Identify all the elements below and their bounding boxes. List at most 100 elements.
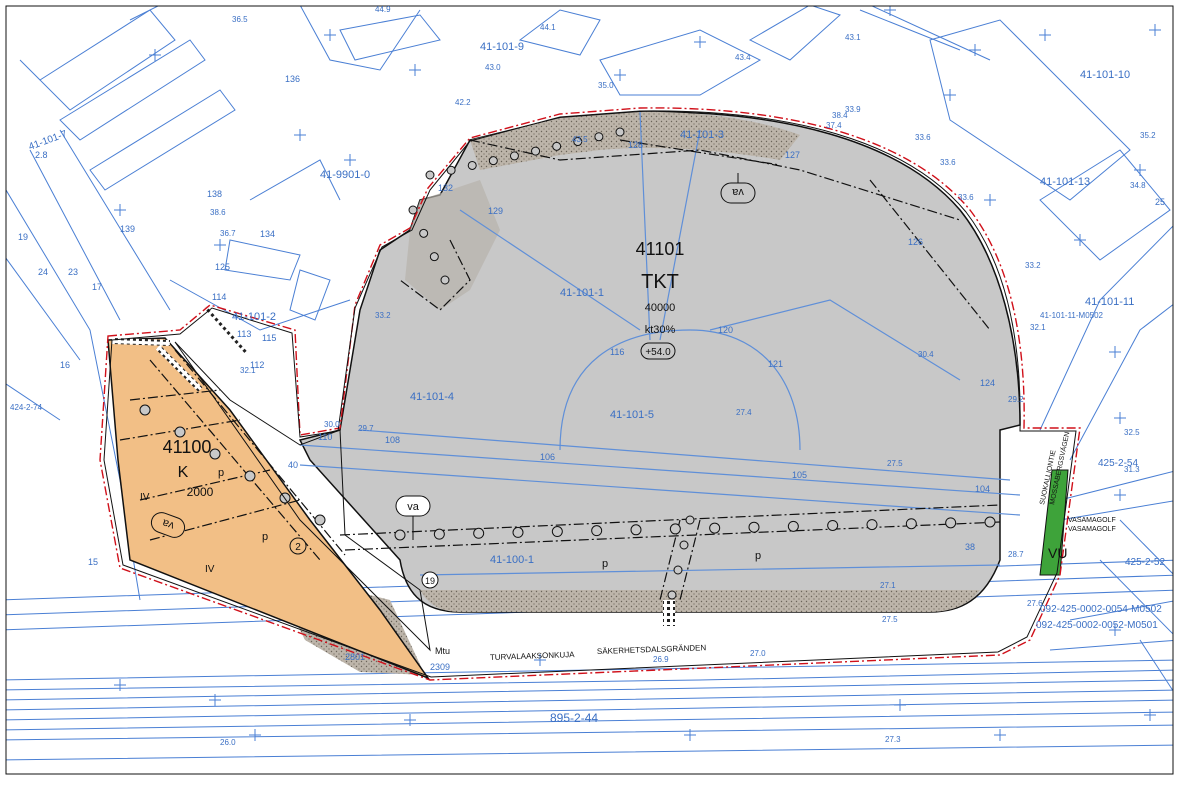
grid-cross bbox=[404, 714, 416, 726]
tree-circle bbox=[174, 426, 186, 438]
grid-cross bbox=[1114, 489, 1126, 501]
parcel-label-p7: 41-101-1 bbox=[560, 287, 604, 299]
num-label-n9: 115 bbox=[262, 333, 276, 343]
tree-circle bbox=[551, 526, 563, 538]
parcel-label-p17: 895-2-44 bbox=[550, 711, 598, 725]
elev-label-e36: 37.4 bbox=[826, 121, 842, 130]
k-block-code: K bbox=[178, 464, 189, 481]
num-label-n16: 120 bbox=[718, 325, 733, 335]
elev-label-e26: 35.2 bbox=[1140, 131, 1156, 140]
parcel-label-p14: 425-2-52 bbox=[1125, 557, 1165, 568]
num-label-n7: 113 bbox=[237, 329, 251, 339]
grid-cross bbox=[324, 29, 336, 41]
street-south-fi: TURVALAAKSONKUJA bbox=[490, 650, 576, 662]
tree-circle bbox=[685, 515, 695, 525]
dotted-strip-north bbox=[470, 111, 800, 170]
k-parking-a: p bbox=[218, 467, 224, 479]
tree-circle bbox=[433, 528, 445, 540]
k-circle-num: 2 bbox=[295, 542, 301, 553]
hatch-strip-k-north bbox=[111, 337, 170, 347]
num-label-n18: 124 bbox=[980, 378, 995, 388]
elev-label-e32: 36.7 bbox=[220, 229, 236, 238]
elev-label-e39: 27.5 bbox=[882, 615, 898, 624]
tree-circle bbox=[467, 160, 477, 170]
tree-circle bbox=[669, 523, 681, 535]
num-label-n17: 121 bbox=[768, 359, 783, 369]
num-label-n33: 2801 bbox=[345, 652, 365, 662]
map-frame bbox=[5, 5, 1174, 775]
tree-circle bbox=[787, 520, 799, 532]
parcel-label-p16: 092-425-0002-0052-M0501 bbox=[1036, 620, 1158, 631]
tree-circle bbox=[512, 526, 524, 538]
plan-internal-lines bbox=[299, 111, 1021, 576]
street-south-sv: SÄKERHETSDALSGRÄNDEN bbox=[597, 643, 707, 656]
tree-row-circles bbox=[139, 127, 996, 600]
elev-label-e3: 43.1 bbox=[845, 33, 861, 42]
k-parking-b: p bbox=[262, 531, 268, 543]
grid-cross bbox=[1109, 624, 1121, 636]
num-label-n24: 40 bbox=[288, 460, 298, 470]
tree-circle bbox=[591, 525, 603, 537]
tree-circle bbox=[446, 165, 456, 175]
parking-c: p bbox=[602, 558, 608, 570]
tree-circle bbox=[509, 151, 519, 161]
grid-cross bbox=[994, 729, 1006, 741]
num-label-n32: 2309 bbox=[430, 662, 450, 672]
num-label-n27: 24 bbox=[38, 267, 48, 277]
tree-circle bbox=[615, 127, 625, 137]
num-label-n30: 16 bbox=[60, 360, 70, 370]
golf-fi: VASAMAGOLF bbox=[1068, 517, 1116, 524]
grid-cross bbox=[614, 69, 626, 81]
grid-cross bbox=[409, 64, 421, 76]
tree-circle bbox=[209, 448, 221, 460]
tree-circle bbox=[394, 529, 406, 541]
tree-circle bbox=[425, 170, 435, 180]
tree-circle bbox=[679, 540, 689, 550]
grid-cross bbox=[884, 6, 896, 16]
tree-circle bbox=[488, 156, 498, 166]
tree-circle bbox=[673, 565, 683, 575]
num-label-n13: 105 bbox=[792, 470, 807, 480]
va-marker-1: va bbox=[407, 501, 420, 513]
circle-19 bbox=[421, 571, 439, 589]
tree-circle bbox=[244, 470, 256, 482]
num-label-n20: 127 bbox=[785, 150, 800, 160]
elev-label-e22: 27.3 bbox=[885, 735, 901, 744]
num-label-n6: 114 bbox=[212, 292, 226, 302]
num-label-n34: 25 bbox=[1155, 197, 1165, 207]
parcel-label-p12: 41-101-11-M0502 bbox=[1040, 311, 1104, 320]
parcel-label-p6: 41-101-2 bbox=[232, 311, 276, 323]
num-label-n5: 125 bbox=[215, 262, 230, 272]
grid-cross bbox=[894, 699, 906, 711]
elev-label-e4: 43.0 bbox=[485, 63, 501, 72]
num-label-n10: 110 bbox=[318, 432, 332, 442]
elev-label-e19: 27.6 bbox=[1027, 599, 1043, 608]
elev-label-e29: 29.7 bbox=[358, 424, 374, 433]
parcel-label-p5: 41-9901-0 bbox=[320, 169, 370, 181]
grid-cross bbox=[114, 204, 126, 216]
grid-cross bbox=[1149, 24, 1161, 36]
elev-label-e15: 27.4 bbox=[736, 408, 752, 417]
elev-label-e10: 33.6 bbox=[940, 158, 956, 167]
tkt-block-code: TKT bbox=[641, 271, 679, 293]
elev-label-e34: 43.5 bbox=[572, 135, 588, 144]
grid-cross bbox=[209, 694, 221, 706]
plan-boundary-black bbox=[103, 110, 1077, 678]
tree-circle bbox=[473, 527, 485, 539]
elev-label-e35: 38.4 bbox=[832, 111, 848, 120]
grid-cross bbox=[1134, 164, 1146, 176]
elev-label-e6: 42.2 bbox=[455, 98, 471, 107]
tkt-block-area-value: 40000 bbox=[645, 302, 676, 314]
golf-sv: VASAMAGOLF bbox=[1068, 526, 1116, 533]
tree-circle bbox=[594, 132, 604, 142]
tree-circle bbox=[552, 141, 562, 151]
hatch-strip-k-diag bbox=[155, 344, 203, 392]
dotted-strip-south bbox=[420, 590, 980, 612]
parcel-label-p3: 41-101-10 bbox=[1080, 69, 1130, 81]
tree-circle bbox=[440, 275, 450, 285]
num-label-n31: 15 bbox=[88, 557, 98, 567]
grid-cross bbox=[114, 679, 126, 691]
elev-label-e20: 28.7 bbox=[1008, 550, 1024, 559]
